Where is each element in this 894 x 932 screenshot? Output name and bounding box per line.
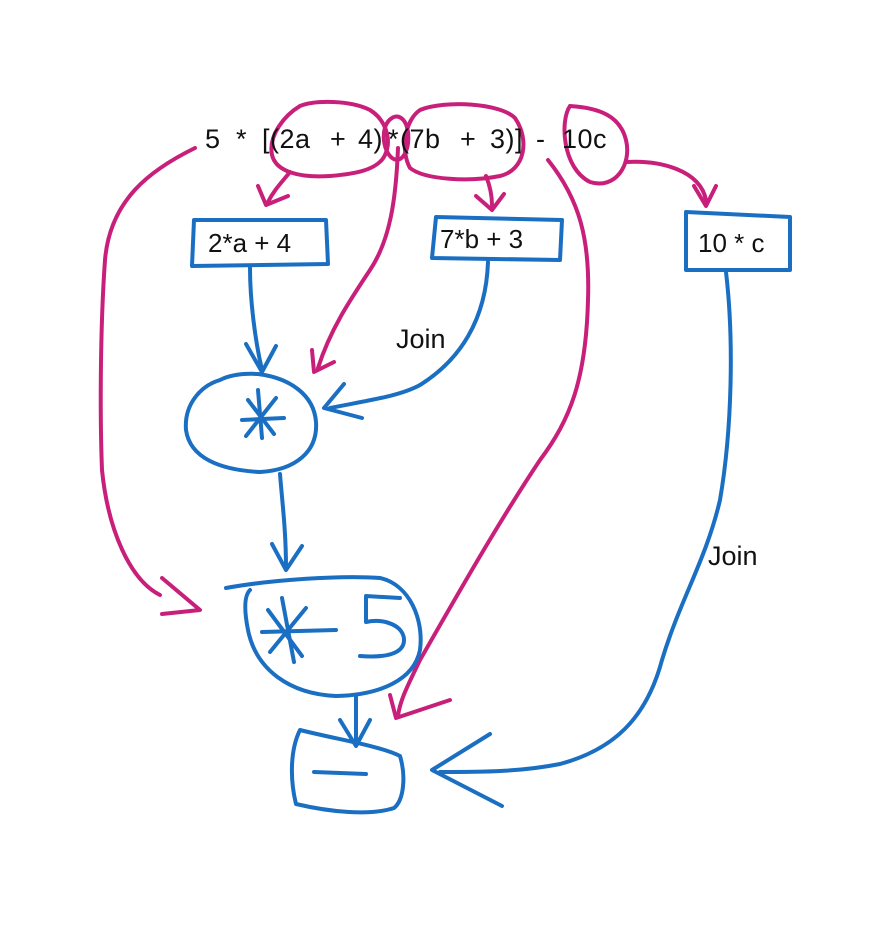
join-label-right: Join bbox=[708, 541, 758, 571]
expr-three: 3)] bbox=[490, 124, 524, 154]
expr-10c: 10c bbox=[562, 124, 608, 154]
magenta-arrow-to-box-7b bbox=[484, 174, 494, 207]
blue-arrowhead-7b bbox=[322, 382, 364, 420]
multiply-five-star-line-2 bbox=[260, 628, 338, 634]
expr-7b: (7b bbox=[400, 124, 441, 154]
blue-strokes bbox=[183, 210, 792, 815]
blue-arrowhead-10c-to-minus bbox=[430, 732, 504, 808]
box-7b-outline bbox=[430, 215, 564, 262]
magenta-loop-10c-group bbox=[562, 104, 630, 186]
box-2a-label: 2*a + 4 bbox=[208, 228, 292, 258]
blue-arrowhead-2a bbox=[244, 342, 278, 374]
expr-open-2a: [(2a bbox=[262, 124, 311, 154]
magenta-arrowhead-minus-node bbox=[388, 693, 452, 720]
join-label-top: Join bbox=[396, 324, 446, 354]
expr-plus-2: + bbox=[460, 124, 477, 154]
blue-arrowhead-minus bbox=[338, 718, 372, 748]
magenta-arrowhead-multiply bbox=[310, 348, 336, 374]
expr-four: 4) bbox=[358, 124, 384, 154]
minus-sign-stroke bbox=[312, 770, 368, 776]
magenta-arrowhead-box-2a bbox=[256, 184, 290, 207]
box-10c-label: 10 * c bbox=[698, 228, 765, 258]
expr-minus: - bbox=[536, 124, 546, 154]
blue-arrow-multiply-to-multiply-five bbox=[278, 472, 288, 570]
magenta-arrow-star-to-multiply bbox=[316, 146, 400, 370]
box-7b-label: 7*b + 3 bbox=[440, 224, 524, 254]
magenta-loop-7b-group bbox=[402, 102, 526, 182]
expr-five: 5 bbox=[205, 124, 221, 154]
blue-arrowhead-multiply-five bbox=[270, 542, 304, 572]
magenta-arrow-minus-to-minus-node bbox=[396, 158, 591, 718]
minus-node-outline bbox=[289, 728, 406, 815]
expr-plus-1: + bbox=[330, 124, 347, 154]
blue-arrow-10c-to-minus bbox=[438, 270, 733, 774]
magenta-arrow-to-box-2a bbox=[266, 170, 292, 204]
multiply-five-star-line-4 bbox=[268, 606, 308, 654]
blue-arrow-7b-to-multiply bbox=[328, 260, 490, 410]
magenta-arrowhead-box-7b bbox=[474, 192, 506, 212]
multiply-star-line-4 bbox=[244, 396, 278, 438]
magenta-arrow-to-box-10c bbox=[624, 159, 708, 202]
magenta-arrowhead-multiply-five bbox=[160, 576, 202, 616]
multiply-five-digit-5 bbox=[358, 594, 406, 659]
magenta-loop-2a-group bbox=[269, 99, 390, 179]
multiply-five-node-outline bbox=[224, 575, 423, 698]
magenta-strokes bbox=[98, 99, 718, 720]
blue-arrow-2a-to-multiply bbox=[248, 266, 264, 372]
expr-star-2: * bbox=[388, 124, 400, 154]
expr-star-1: * bbox=[236, 124, 248, 154]
magenta-arrowhead-box-10c bbox=[692, 184, 718, 208]
box-10c-outline bbox=[684, 210, 792, 272]
multiply-node-outline bbox=[183, 371, 319, 474]
magenta-arrow-5-to-multiply-five bbox=[98, 146, 197, 597]
box-2a-outline bbox=[190, 218, 330, 268]
